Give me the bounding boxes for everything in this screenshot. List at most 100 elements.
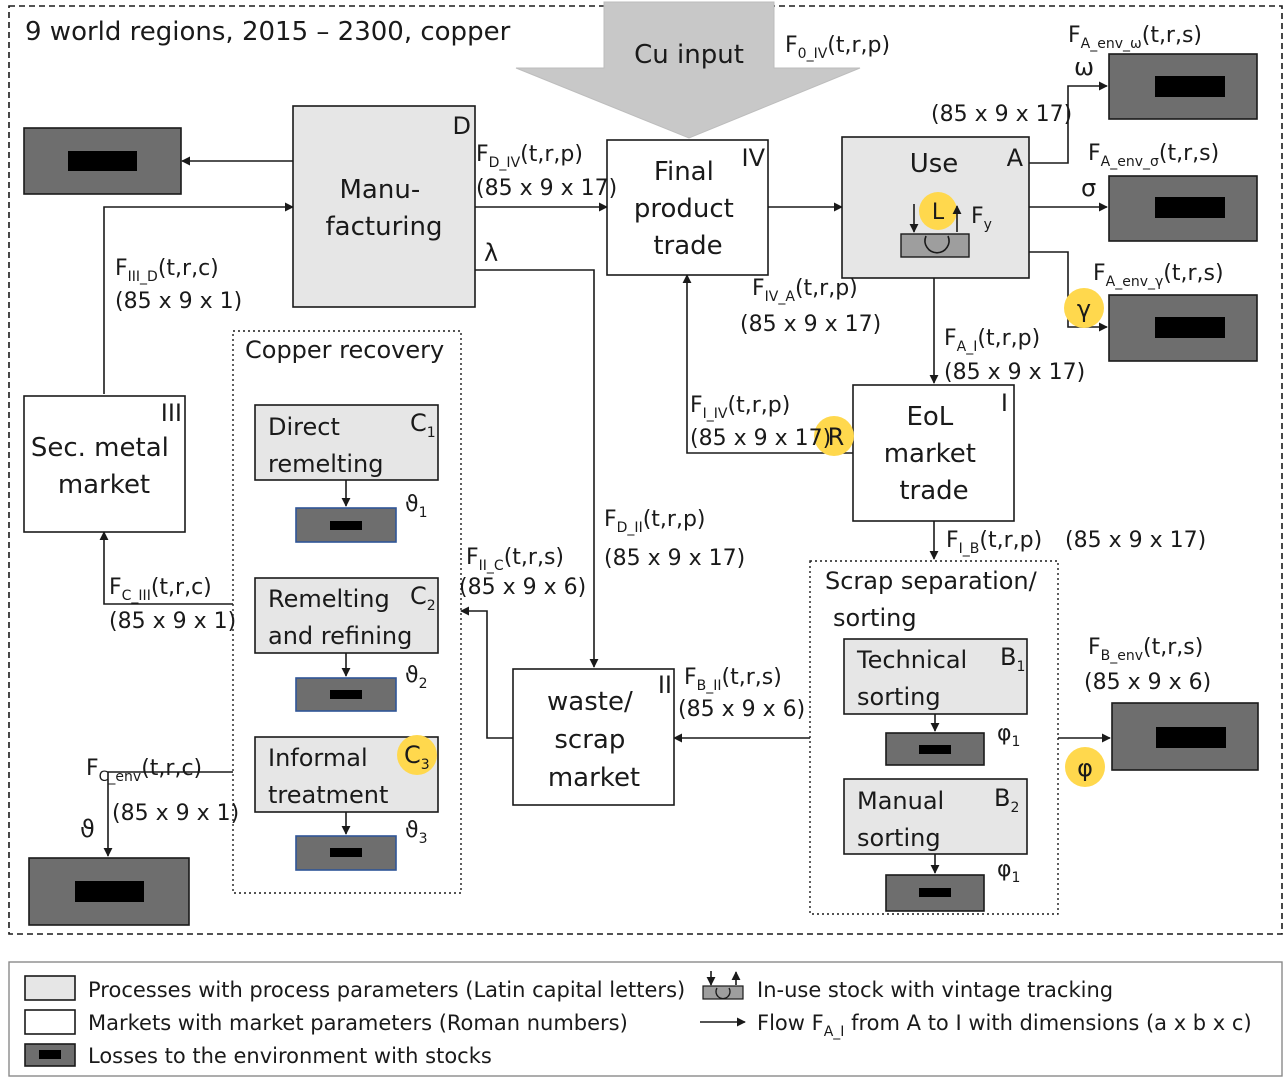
process-technical-sorting-label: Technical sorting — [856, 646, 975, 711]
loss-b2-stock — [919, 888, 951, 897]
in-use-stock-icon: L Fy — [900, 192, 992, 258]
param-phi1-b2: φ1 — [997, 857, 1020, 886]
loss-c3 — [295, 835, 397, 871]
flow-label-f-iii-d: FIII_D(t,r,c) — [115, 256, 219, 285]
group-scrap-sorting-label: Scrap separation/ sorting — [825, 567, 1044, 632]
process-manual-sorting-label: Manual sorting — [857, 787, 952, 852]
market-waste-scrap-code: II — [658, 671, 672, 699]
param-r: R — [828, 423, 845, 451]
process-manufacturing — [292, 105, 476, 308]
process-technical-sorting — [843, 638, 1028, 715]
flow-dims-f-i-b: (85 x 9 x 17) — [1065, 528, 1206, 553]
loss-copper-recovery-stock — [75, 881, 144, 902]
loss-use-gamma-stock — [1155, 317, 1225, 338]
process-manual-sorting-code: B2 — [994, 784, 1019, 816]
flow-dims-f-c-env: (85 x 9 x 1) — [112, 801, 239, 826]
param-theta2: ϑ2 — [405, 663, 428, 692]
process-direct-remelting-code: C1 — [410, 409, 436, 441]
flow-ii-c — [460, 606, 513, 739]
param-gamma-highlight — [1064, 288, 1104, 328]
process-informal-treatment-label: Informal treatment — [268, 744, 388, 809]
flow-label-f-a-env-gamma: FA_env_γ(t,r,s) — [1093, 261, 1224, 290]
flow-dims-f-c-iii: (85 x 9 x 1) — [109, 609, 236, 634]
legend-processes: Processes with process parameters (Latin… — [88, 978, 685, 1002]
legend-inuse: In-use stock with vintage tracking — [757, 978, 1113, 1002]
flow-dims-f-d-ii: (85 x 9 x 17) — [604, 546, 745, 571]
process-remelting-refining-label: Remelting and refining — [268, 585, 412, 650]
group-scrap-sorting — [809, 560, 1059, 915]
flow-label-f-a-env-sigma: FA_env_σ(t,r,s) — [1088, 141, 1219, 170]
flow-label-f-d-iv: FD_IV(t,r,p) — [476, 142, 583, 171]
flow-dims-f-iv-a: (85 x 9 x 17) — [740, 312, 881, 337]
legend-process-swatch — [24, 975, 76, 1001]
param-r-highlight — [814, 416, 854, 456]
market-eol-trade-code: I — [1001, 389, 1008, 417]
flow-dims-f-d-iv: (85 x 9 x 17) — [476, 176, 617, 201]
process-manufacturing-label: Manu- facturing — [326, 175, 443, 242]
legend-box — [8, 961, 1283, 1077]
param-theta: ϑ — [80, 815, 95, 843]
flow-a-env-omega — [1029, 81, 1108, 164]
flow-label-f-iv-a: FIV_A(t,r,p) — [752, 276, 858, 305]
group-copper-recovery-label: Copper recovery — [245, 336, 444, 364]
process-direct-remelting-label: Direct remelting — [268, 413, 383, 478]
loss-sorting-stock — [1156, 727, 1226, 748]
legend-markets: Markets with market parameters (Roman nu… — [88, 1011, 628, 1035]
flow-iii-d — [103, 202, 294, 394]
param-omega: ω — [1074, 53, 1094, 81]
flow-d-ii — [475, 269, 599, 668]
flow-dims-f-b-env: (85 x 9 x 6) — [1084, 670, 1211, 695]
flow-dims-f-ii-c: (85 x 9 x 6) — [459, 575, 586, 600]
process-informal-treatment-code: C3 — [404, 741, 430, 773]
cu-input-label: Cu input — [634, 40, 744, 70]
flow-dims-f-i-iv: (85 x 9 x 17) — [690, 426, 831, 451]
legend-flow: Flow FA_I from A to I with dimensions (a… — [757, 1011, 1252, 1040]
loss-b1-stock — [919, 745, 951, 754]
param-lambda: λ — [484, 239, 498, 267]
flow-label-f-i-b: FI_B(t,r,p) — [946, 528, 1042, 557]
param-phi1-b1: φ1 — [997, 721, 1020, 750]
legend-loss-swatch-stock — [39, 1050, 61, 1059]
use-lifetime-param: L — [932, 200, 945, 225]
param-sigma: σ — [1081, 174, 1096, 202]
market-eol-trade-label: EoL market trade — [884, 402, 985, 506]
legend-market-swatch — [24, 1009, 76, 1035]
market-secondary-metal — [23, 395, 186, 533]
cu-input-arrow — [515, 1, 861, 139]
flow-label-f-a-i: FA_I(t,r,p) — [944, 326, 1040, 355]
market-waste-scrap — [512, 668, 675, 806]
loss-use-omega-stock — [1155, 76, 1225, 97]
market-final-product-trade — [606, 139, 769, 276]
flow-label-f-ii-c: FII_C(t,r,s) — [466, 545, 564, 574]
flow-label-f-c-env: FC_env(t,r,c) — [86, 756, 202, 785]
flow-c-iii — [99, 531, 233, 605]
param-c3-highlight — [397, 735, 437, 775]
loss-use-sigma-stock — [1155, 197, 1225, 218]
param-theta3: ϑ3 — [405, 818, 428, 847]
process-remelting-refining — [254, 577, 439, 654]
market-final-product-trade-code: IV — [742, 144, 766, 172]
flow-label-f-c-iii: FC_III(t,r,c) — [109, 575, 212, 604]
market-final-product-trade-label: Final product trade — [634, 157, 742, 261]
loss-c3-stock — [330, 848, 362, 857]
process-remelting-refining-code: C2 — [410, 582, 436, 614]
flow-c-env — [103, 771, 233, 857]
market-waste-scrap-label: waste/ scrap market — [547, 687, 641, 793]
flow-label-f-a-env-omega: FA_env_ω(t,r,s) — [1068, 23, 1202, 52]
flow-i-iv — [682, 274, 853, 454]
market-secondary-metal-label: Sec. metal market — [31, 433, 177, 500]
process-use-label: Use — [910, 149, 959, 179]
use-flow-fy: Fy — [971, 204, 992, 233]
param-theta1: ϑ1 — [405, 492, 428, 521]
flow-label-f-b-ii: FB_II(t,r,s) — [684, 665, 782, 694]
flow-label-f-b-env: FB_env(t,r,s) — [1088, 635, 1203, 664]
legend-in-use-stock-icon — [702, 971, 744, 1000]
loss-c2-stock — [330, 690, 362, 699]
process-manufacturing-code: D — [453, 112, 471, 140]
flow-dims-f-b-ii: (85 x 9 x 6) — [678, 697, 805, 722]
param-phi-highlight — [1065, 747, 1105, 787]
flow-dims-f-iii-d: (85 x 9 x 1) — [115, 289, 242, 314]
flow-dims-f-a-env-omega: (85 x 9 x 17) — [931, 102, 1072, 127]
legend-losses: Losses to the environment with stocks — [88, 1044, 492, 1068]
